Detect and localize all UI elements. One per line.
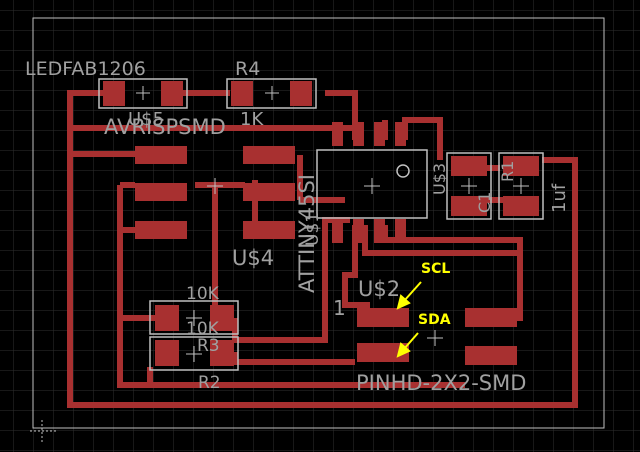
label-u1: U$1 xyxy=(303,212,323,246)
label-r2: R2 xyxy=(198,373,221,393)
led-outline xyxy=(98,78,188,109)
r4-outline xyxy=(226,78,317,109)
copper-pads xyxy=(103,81,539,366)
label-attiny45si: ATTINY45SI xyxy=(295,174,319,293)
silkscreen xyxy=(98,78,544,371)
label-u2: U$2 xyxy=(358,277,400,301)
label-pin1: 1 xyxy=(333,296,346,320)
board-outline xyxy=(32,17,605,429)
r2-outline xyxy=(149,336,239,371)
label-pinhd: PINHD-2X2-SMD xyxy=(356,371,526,395)
label-ledfab: LEDFAB1206 xyxy=(25,58,146,80)
label-avrispsmd: AVRISPSMD xyxy=(104,115,226,139)
label-c1: C1 xyxy=(475,192,494,213)
arrow-icon xyxy=(396,281,422,358)
r3-outline xyxy=(149,300,239,335)
annotation-sda: SDA xyxy=(418,312,451,328)
attiny-outline xyxy=(316,149,428,219)
label-r4: R4 xyxy=(235,58,260,80)
label-r1: R1 xyxy=(498,161,517,182)
label-r3: R3 xyxy=(197,336,220,356)
label-1k: 1K xyxy=(240,109,264,130)
label-u3: U$3 xyxy=(430,163,449,195)
origin-marker-icon xyxy=(30,420,58,442)
label-1uf: 1uf xyxy=(549,183,570,213)
label-u4: U$4 xyxy=(232,246,274,270)
label-10k-top: 10K xyxy=(186,284,220,304)
label-10k-bottom: 10K xyxy=(186,319,220,339)
annotation-scl: SCL xyxy=(421,261,450,277)
origin-cross-icon xyxy=(136,86,529,362)
label-u5: U$5 xyxy=(128,109,164,130)
